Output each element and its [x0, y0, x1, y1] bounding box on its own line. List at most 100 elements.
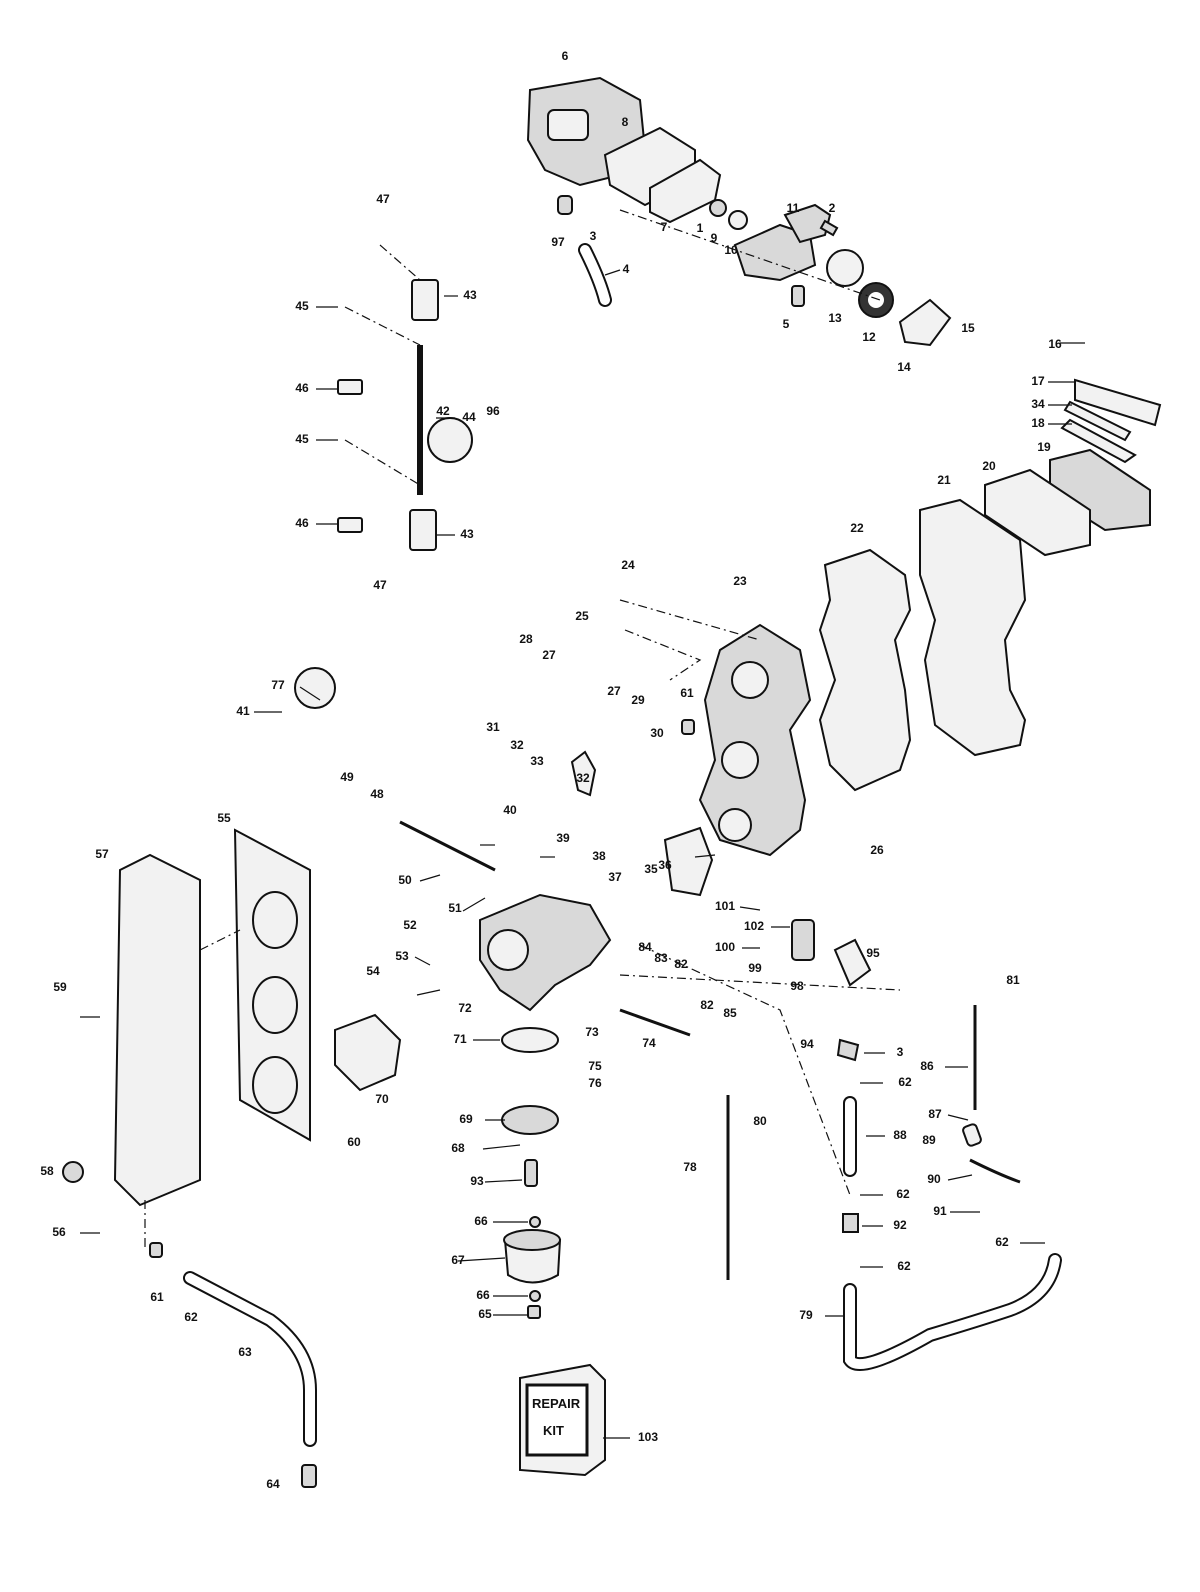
- fuel-line-4-inner: [580, 245, 610, 305]
- callout-80: 80: [753, 1114, 767, 1128]
- callout-90: 90: [927, 1172, 941, 1186]
- callout-102: 102: [744, 919, 764, 933]
- callout-66b: 66: [476, 1288, 490, 1302]
- callout-77: 77: [271, 678, 285, 692]
- callout-29: 29: [631, 693, 645, 707]
- callout-42: 42: [436, 404, 450, 418]
- callout-15: 15: [961, 321, 975, 335]
- manifold-port-3: [718, 808, 752, 842]
- callout-62c: 62: [896, 1187, 910, 1201]
- callout-14: 14: [897, 360, 911, 374]
- callout-85: 85: [723, 1006, 737, 1020]
- callout-43a: 43: [463, 288, 477, 302]
- callout-74: 74: [642, 1036, 656, 1050]
- diaphragm-13: [826, 249, 864, 287]
- callout-48: 48: [370, 787, 384, 801]
- callout-61a: 61: [150, 1290, 164, 1304]
- throttle-link-50: [399, 820, 496, 872]
- callout-68: 68: [451, 1141, 465, 1155]
- callout-labels: 1 2 3 3 4 5 6 7 8 9 10 11 12 13 14 15 16…: [40, 49, 1062, 1491]
- callout-52: 52: [403, 918, 417, 932]
- adapter-plate-21: [919, 498, 1027, 757]
- callout-72: 72: [458, 1001, 472, 1015]
- callout-7: 7: [661, 220, 668, 234]
- callout-67: 67: [451, 1253, 465, 1267]
- plate-77: [294, 667, 336, 709]
- callout-99: 99: [748, 961, 762, 975]
- callout-103: 103: [638, 1430, 658, 1444]
- repair-kit-box: REPAIR KIT: [519, 1363, 606, 1477]
- callout-86: 86: [920, 1059, 934, 1073]
- jet-93: [524, 1159, 538, 1187]
- alignment-line-3: [199, 929, 241, 951]
- callout-40: 40: [503, 803, 517, 817]
- callout-6: 6: [562, 49, 569, 63]
- silencer-cover-57: [113, 853, 201, 1207]
- alignment-line-2: [624, 629, 702, 681]
- callout-64: 64: [266, 1477, 280, 1491]
- callout-57: 57: [95, 847, 109, 861]
- float-bowl-rim: [503, 1229, 561, 1251]
- fitting-61-left: [149, 1242, 163, 1258]
- link-plate-43-bottom: [409, 509, 437, 551]
- alignment-line-1: [619, 599, 761, 641]
- callout-98: 98: [790, 979, 804, 993]
- callout-9: 9: [711, 231, 718, 245]
- callout-53: 53: [395, 949, 409, 963]
- fitting-5: [791, 285, 805, 307]
- plug-97: [557, 195, 573, 215]
- callout-56: 56: [52, 1225, 66, 1239]
- callout-34: 34: [1031, 397, 1045, 411]
- callout-47a: 47: [376, 192, 390, 206]
- callout-92: 92: [893, 1218, 907, 1232]
- callout-26: 26: [870, 843, 884, 857]
- hose-79-inner: [845, 1255, 1060, 1370]
- callout-62b: 62: [898, 1075, 912, 1089]
- callout-93: 93: [470, 1174, 484, 1188]
- sleeve-89: [962, 1123, 982, 1147]
- callout-5: 5: [783, 317, 790, 331]
- callout-82a: 82: [674, 957, 688, 971]
- callout-32a: 32: [510, 738, 524, 752]
- clip-46-bottom: [337, 517, 363, 533]
- callout-17: 17: [1031, 374, 1045, 388]
- callout-89: 89: [922, 1133, 936, 1147]
- callout-55: 55: [217, 811, 231, 825]
- repair-kit-label-line1: REPAIR: [532, 1396, 581, 1411]
- reed-stop-17: [1074, 378, 1162, 427]
- washer-66-top: [529, 1216, 541, 1228]
- callout-24: 24: [621, 558, 635, 572]
- callout-97: 97: [551, 235, 565, 249]
- gasket-20: [984, 468, 1091, 557]
- gasket-hole-1: [252, 891, 298, 949]
- ring-9: [728, 210, 748, 230]
- callout-28: 28: [519, 632, 533, 646]
- fitting-61-top: [681, 719, 695, 735]
- callout-61b: 61: [680, 686, 694, 700]
- callout-58: 58: [40, 1164, 54, 1178]
- reed-18: [1060, 418, 1137, 464]
- callout-83: 83: [654, 951, 668, 965]
- callout-35: 35: [644, 862, 658, 876]
- callout-20: 20: [982, 459, 996, 473]
- choke-98: [791, 919, 815, 961]
- callout-96: 96: [486, 404, 500, 418]
- shaft-74: [619, 1008, 691, 1037]
- callout-78: 78: [683, 1160, 697, 1174]
- callout-18: 18: [1031, 416, 1045, 430]
- manifold-port-2: [721, 741, 759, 779]
- callout-leaders: [80, 269, 1085, 1439]
- callout-37: 37: [608, 870, 622, 884]
- bracket-95: [833, 938, 872, 987]
- callout-44: 44: [462, 410, 476, 424]
- callout-62e: 62: [995, 1235, 1009, 1249]
- callout-12: 12: [862, 330, 876, 344]
- gasket-hole-2: [252, 976, 298, 1034]
- callout-84: 84: [638, 940, 652, 954]
- callout-38: 38: [592, 849, 606, 863]
- callout-75: 75: [588, 1059, 602, 1073]
- callout-82b: 82: [700, 998, 714, 1012]
- callout-30: 30: [650, 726, 664, 740]
- callout-87: 87: [928, 1107, 942, 1121]
